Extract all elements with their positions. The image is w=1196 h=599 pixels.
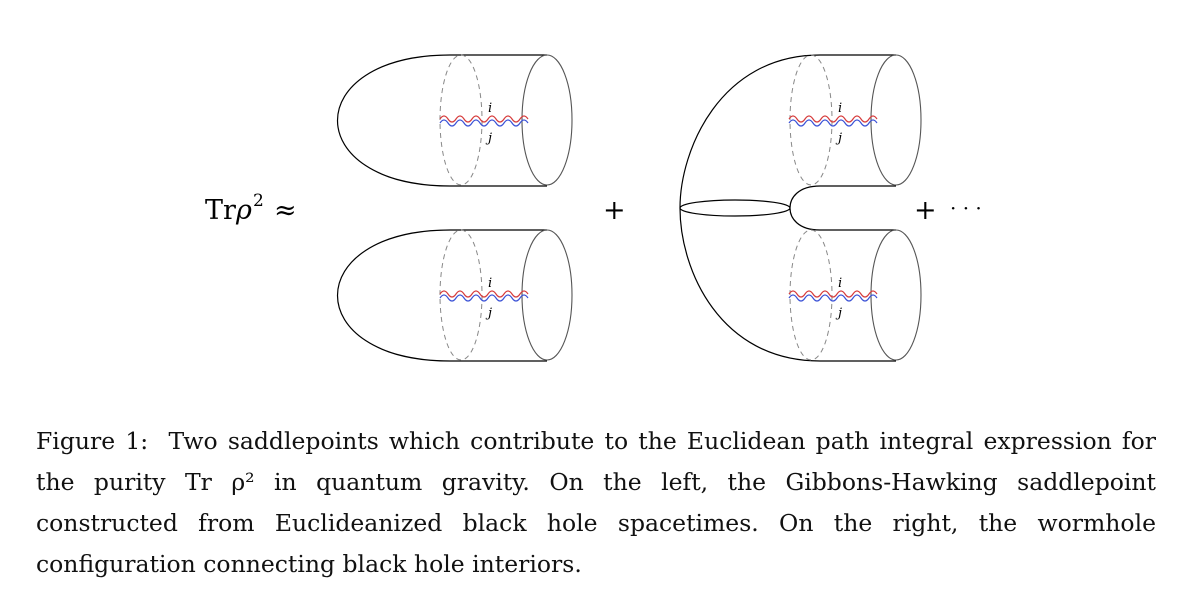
gibbons-hawking-top: i j <box>337 54 573 187</box>
neck-circle <box>679 199 791 217</box>
plus-sign-trailing: + <box>914 195 937 226</box>
wormhole-configuration: i j i j <box>679 54 922 362</box>
caption-text: Two saddlepoints which contribute to the… <box>36 427 1156 578</box>
approx-sign: ≈ <box>274 195 297 226</box>
boundary-circle <box>521 229 573 361</box>
wavy-line-red <box>788 115 878 123</box>
wavy-line-blue <box>788 294 878 302</box>
boundary-circle <box>521 54 573 186</box>
cigar-outline <box>337 54 547 187</box>
wavy-line-red <box>788 290 878 298</box>
boundary-circle-top <box>870 54 922 186</box>
cigar-outline <box>337 229 547 362</box>
index-j: j <box>835 131 842 146</box>
trace-symbol: Tr <box>205 195 236 226</box>
wavy-line-red <box>439 115 529 123</box>
plus-sign: + <box>603 195 626 226</box>
horizon-slice-bottom <box>789 229 833 361</box>
wavy-line-blue <box>439 294 529 302</box>
wavy-line-red <box>439 290 529 298</box>
figure-caption: Figure 1: Two saddlepoints which contrib… <box>36 421 1156 585</box>
figure-diagram: Tr ρ 2 ≈ i j i j + i j <box>205 54 982 362</box>
wavy-line-blue <box>439 119 529 127</box>
gibbons-hawking-bottom: i j <box>337 229 573 362</box>
exponent: 2 <box>253 191 264 211</box>
horizon-slice <box>439 54 483 186</box>
wavy-line-blue <box>788 119 878 127</box>
index-j: j <box>485 131 492 146</box>
ellipsis: · · · <box>950 196 982 220</box>
index-i: i <box>488 276 492 291</box>
index-i: i <box>838 276 842 291</box>
wormhole-outline <box>679 54 896 362</box>
caption-label: Figure 1: <box>36 427 149 455</box>
index-j: j <box>485 306 492 321</box>
rho-symbol: ρ <box>235 195 252 226</box>
index-j: j <box>835 306 842 321</box>
horizon-slice-top <box>789 54 833 186</box>
wormhole-throat <box>789 185 896 231</box>
index-i: i <box>838 101 842 116</box>
purity-equation-lhs: Tr ρ 2 ≈ <box>205 191 297 226</box>
index-i: i <box>488 101 492 116</box>
horizon-slice <box>439 229 483 361</box>
boundary-circle-bottom <box>870 229 922 361</box>
